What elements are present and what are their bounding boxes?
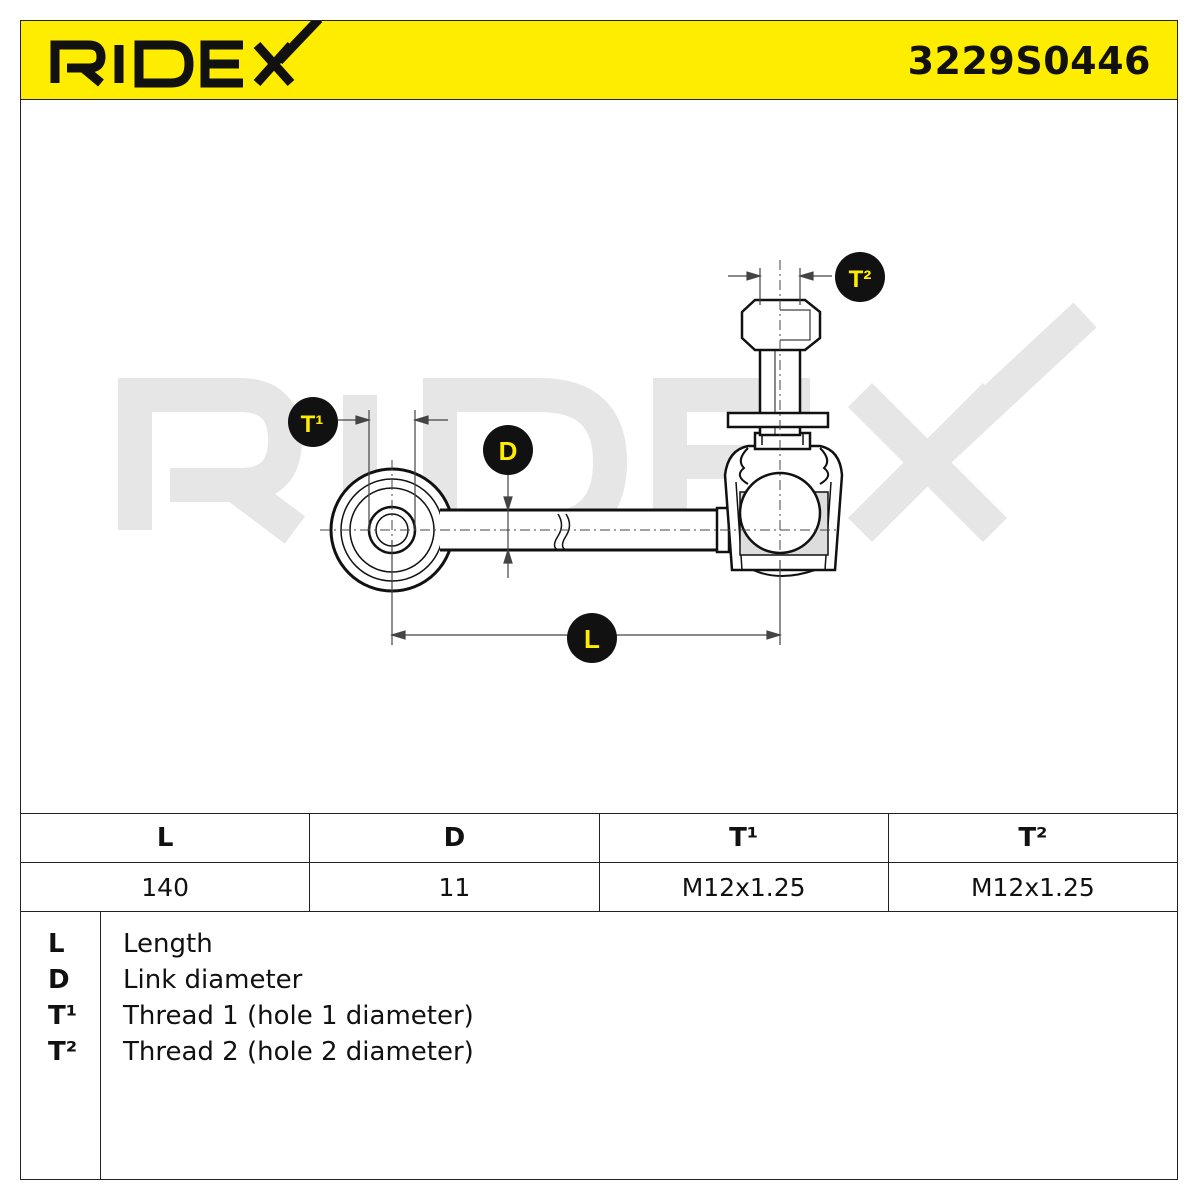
- spec-header-t1: T¹: [598, 813, 889, 863]
- ball-joint: [723, 431, 844, 577]
- spec-value-t2: M12x1.25: [887, 862, 1179, 912]
- svg-text:T¹: T¹: [301, 411, 324, 438]
- dimension-t2: [728, 268, 832, 305]
- ridex-logo: [50, 21, 323, 88]
- dimension-t1: [336, 410, 448, 530]
- callout-l: L: [567, 613, 617, 663]
- spec-value-d: 11: [309, 862, 600, 912]
- callout-t2: T²: [835, 252, 885, 302]
- legend: L Length D Link diameter T¹ Thread 1 (ho…: [20, 911, 1178, 1180]
- legend-key: T¹: [48, 1001, 78, 1031]
- legend-key: D: [48, 965, 70, 995]
- spec-header-row: L D T¹ T²: [19, 813, 1179, 863]
- spec-value-l: 140: [19, 862, 311, 912]
- spec-header-l: L: [19, 813, 311, 863]
- dimension-d: [503, 470, 513, 578]
- spec-header-t2: T²: [887, 813, 1179, 863]
- ridex-watermark: [118, 302, 1097, 547]
- legend-row: T¹ Thread 1 (hole 1 diameter): [20, 1001, 1178, 1037]
- svg-text:L: L: [584, 624, 600, 654]
- legend-description: Thread 2 (hole 2 diameter): [123, 1037, 474, 1067]
- technical-drawing: L D T¹ T²: [118, 252, 1097, 663]
- spec-header-d: D: [309, 813, 600, 863]
- spec-value-t1: M12x1.25: [598, 862, 889, 912]
- legend-key: T²: [48, 1037, 78, 1067]
- callout-t1: T¹: [288, 397, 338, 447]
- spec-table: L D T¹ T² 140 11 M12x1.25 M12x1.25: [19, 813, 1179, 912]
- svg-text:D: D: [499, 436, 518, 466]
- callout-d: D: [483, 425, 533, 475]
- legend-row: T² Thread 2 (hole 2 diameter): [20, 1037, 1178, 1073]
- legend-key: L: [48, 929, 65, 959]
- legend-row: D Link diameter: [20, 965, 1178, 1001]
- header-bar: 3229S0446: [20, 20, 1178, 100]
- threaded-stud: [726, 298, 830, 437]
- svg-text:T²: T²: [849, 266, 872, 293]
- legend-description: Length: [123, 929, 213, 959]
- legend-description: Thread 1 (hole 1 diameter): [123, 1001, 474, 1031]
- part-number: 3229S0446: [907, 39, 1151, 83]
- legend-row: L Length: [20, 929, 1178, 965]
- legend-divider: [100, 911, 101, 1180]
- spec-value-row: 140 11 M12x1.25 M12x1.25: [19, 862, 1179, 912]
- legend-description: Link diameter: [123, 965, 303, 995]
